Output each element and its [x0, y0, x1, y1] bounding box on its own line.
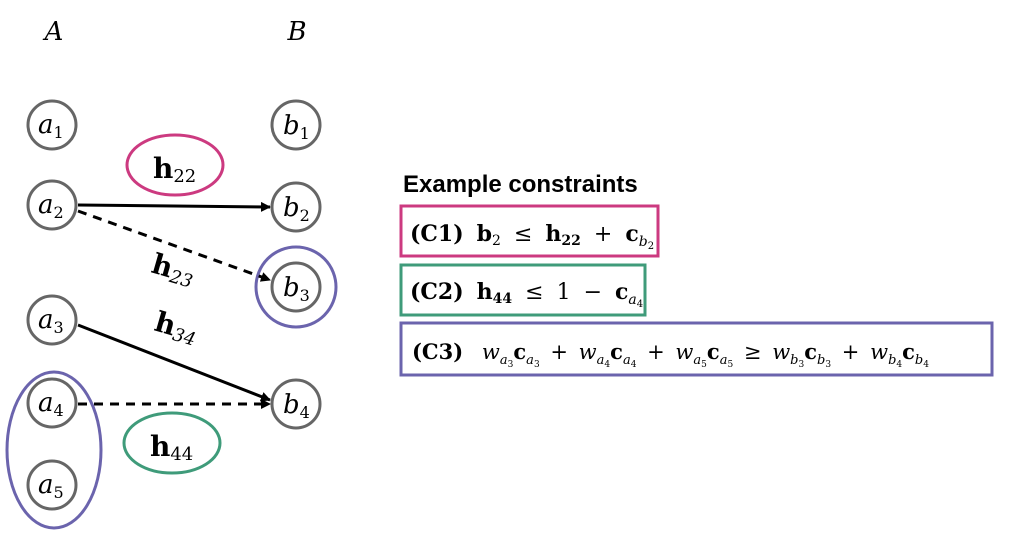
edge-label-h34: h34	[151, 305, 202, 351]
edge-label-h22: h22	[153, 152, 196, 187]
svg-text:b2: b2	[283, 193, 310, 225]
node-b1: b1	[270, 99, 322, 151]
edge-a3-b4	[77, 323, 271, 402]
column-a-label: A	[43, 17, 64, 47]
constraint-c2: (C2) h44 ≤ 1 − ca4	[410, 279, 643, 310]
constraints-title: Example constraints	[403, 171, 638, 198]
edge-label-h44: h44	[150, 430, 193, 465]
node-a2: a2	[26, 179, 78, 231]
svg-text:b4: b4	[283, 390, 310, 422]
svg-text:a1: a1	[38, 110, 64, 142]
constraint-c2-box	[399, 263, 647, 317]
h44-highlight	[122, 411, 222, 475]
svg-text:a3: a3	[38, 305, 64, 337]
node-a1: a1	[26, 99, 78, 151]
node-a5: a5	[26, 459, 78, 511]
constraint-c1-box	[399, 204, 660, 258]
node-a3: a3	[26, 294, 78, 346]
node-b3: b3	[270, 261, 322, 313]
edge-label-h23: h23	[148, 247, 199, 293]
edge-a2-b2	[77, 201, 271, 212]
column-b-label: B	[286, 17, 306, 47]
node-a4: a4	[26, 377, 78, 429]
svg-text:a2: a2	[38, 190, 64, 222]
constraint-c3: (C3) wa3ca3 + wa4ca4 + wa5ca5 ≥ wb3cb3 +…	[412, 339, 929, 372]
node-b4: b4	[270, 378, 322, 430]
svg-text:a5: a5	[38, 470, 64, 502]
edge-a2-b3	[77, 209, 271, 282]
svg-text:a4: a4	[38, 388, 64, 420]
constraint-c1: (C1) b2 ≤ h22 + cb2	[410, 221, 654, 252]
constraint-c3-box	[399, 321, 994, 377]
node-b2: b2	[270, 181, 322, 233]
h22-highlight	[125, 133, 225, 197]
group-circle-b3	[254, 245, 338, 329]
group-ellipse-a4-a5	[5, 370, 103, 530]
svg-text:b1: b1	[283, 111, 310, 143]
svg-text:b3: b3	[283, 273, 310, 305]
